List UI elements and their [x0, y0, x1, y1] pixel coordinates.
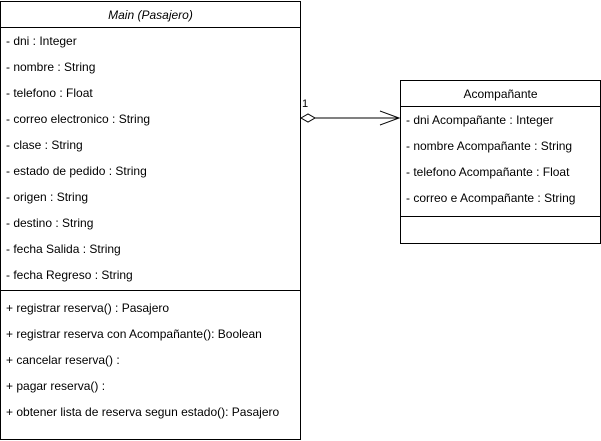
attribute-row[interactable]: - destino : String: [6, 216, 94, 230]
method-row[interactable]: + obtener lista de reserva segun estado(…: [6, 405, 280, 419]
class-name: Main (Pasajero): [1, 2, 300, 28]
class-title-main: Main (Pasajero): [108, 7, 193, 22]
method-row[interactable]: + cancelar reserva() :: [6, 353, 120, 367]
attribute-row[interactable]: - telefono Acompañante : Float: [406, 165, 570, 179]
attribute-row[interactable]: - nombre : String: [6, 60, 96, 74]
attribute-row[interactable]: - fecha Regreso : String: [6, 268, 133, 282]
aggregation-diamond-icon: [299, 113, 317, 123]
method-row[interactable]: + pagar reserva() :: [6, 379, 106, 393]
attribute-row[interactable]: - dni Acompañante : Integer: [406, 113, 554, 127]
attribute-row[interactable]: - estado de pedido : String: [6, 164, 147, 178]
attribute-row[interactable]: - origen : String: [6, 190, 89, 204]
open-arrow-icon: [379, 110, 401, 126]
methods-compartment: + registrar reserva() : Pasajero + regis…: [1, 291, 300, 425]
class-title-acompanante: Acompañante: [463, 86, 538, 101]
multiplicity-label: 1: [302, 98, 309, 110]
class-main-pasajero[interactable]: Main (Pasajero) - dni : Integer - nombre…: [0, 1, 301, 440]
attributes-compartment: - dni Acompañante : Integer - nombre Aco…: [401, 107, 600, 244]
attribute-row[interactable]: - fecha Salida : String: [6, 242, 121, 256]
method-row[interactable]: + registrar reserva() : Pasajero: [6, 301, 170, 315]
attributes-compartment: - dni : Integer - nombre : String - tele…: [1, 28, 300, 291]
attribute-row[interactable]: - dni : Integer: [6, 34, 77, 48]
attribute-row[interactable]: - clase : String: [6, 138, 83, 152]
attribute-row[interactable]: - correo electronico : String: [6, 112, 151, 126]
class-name: Acompañante: [401, 81, 600, 107]
attribute-row[interactable]: - nombre Acompañante : String: [406, 139, 573, 153]
method-row[interactable]: + registrar reserva con Acompañante(): B…: [6, 327, 262, 341]
attribute-row[interactable]: - correo e Acompañante : String: [406, 191, 576, 205]
attribute-row[interactable]: - telefono : Float: [6, 86, 93, 100]
class-acompanante[interactable]: Acompañante - dni Acompañante : Integer …: [400, 80, 601, 244]
